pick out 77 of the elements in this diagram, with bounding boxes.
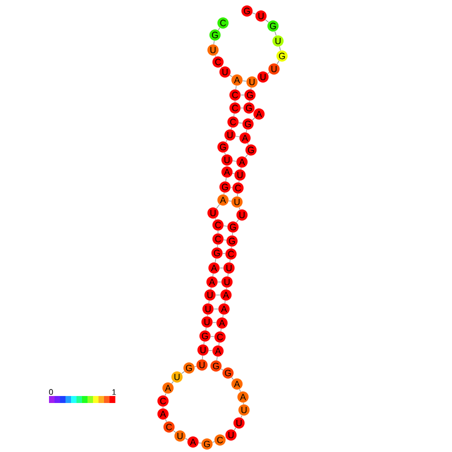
- backbone-line: [218, 342, 220, 346]
- base-pair-line: [232, 160, 237, 162]
- backbone-line: [220, 368, 224, 370]
- backbone-line: [162, 406, 164, 408]
- backbone-line: [239, 388, 241, 392]
- backbone-line: [265, 19, 269, 23]
- backbone-line: [222, 314, 224, 318]
- base-pair-line: [222, 253, 226, 254]
- backbone-line: [164, 393, 166, 396]
- backbone-line: [210, 287, 212, 290]
- base-pair-line: [212, 322, 217, 323]
- backbone-line: [276, 60, 280, 64]
- backbone-line: [238, 207, 240, 210]
- backbone-line: [252, 118, 256, 120]
- backbone-line: [231, 246, 232, 249]
- backbone-line: [240, 415, 242, 418]
- base-pair-line: [214, 308, 218, 310]
- backbone-line: [214, 55, 216, 57]
- backbone-line: [250, 87, 252, 90]
- base-pair-line: [208, 350, 213, 351]
- backbone-line: [274, 31, 276, 36]
- base-pair-line: [230, 187, 233, 188]
- backbone-line: [213, 40, 215, 45]
- backbone-line: [235, 85, 237, 90]
- backbone-line: [214, 258, 216, 263]
- backbone-line: [207, 314, 208, 317]
- base-pair-line: [223, 225, 228, 227]
- backbone-line: [243, 402, 244, 405]
- backbone-line: [212, 273, 214, 277]
- backbone-line: [224, 152, 226, 155]
- backbone-line: [230, 74, 232, 78]
- base-pair-line: [216, 294, 220, 296]
- scale-label: 0: [49, 389, 53, 395]
- backbone-line: [246, 129, 248, 133]
- backbone-line: [194, 366, 197, 367]
- backbone-line: [171, 381, 174, 384]
- backbone-line: [231, 127, 232, 130]
- base-pair-line: [238, 122, 243, 124]
- backbone-line: [226, 140, 228, 142]
- backbone-line: [208, 300, 210, 304]
- base-pair-line: [228, 200, 232, 202]
- backbone-line: [225, 177, 227, 182]
- backbone-line: [238, 180, 240, 183]
- base-pair-line: [235, 136, 240, 138]
- backbone-line: [184, 438, 188, 440]
- backbone-line: [234, 428, 236, 430]
- backbone-line: [165, 418, 167, 422]
- backbone-line: [216, 356, 218, 361]
- backbone-line: [232, 232, 233, 236]
- scale-label: 1: [112, 389, 116, 395]
- backbone-line: [181, 371, 185, 374]
- base-pair-line: [240, 94, 244, 96]
- backbone-line: [236, 219, 239, 223]
- backbone-line: [234, 100, 236, 102]
- backbone-line: [240, 167, 242, 170]
- backbone-line: [267, 72, 270, 74]
- base-pair-line: [232, 173, 235, 174]
- backbone-line: [212, 441, 215, 443]
- backbone-line: [216, 204, 220, 209]
- backbone-line: [217, 244, 218, 248]
- base-pair-line: [210, 336, 215, 337]
- base-pair-line: [242, 80, 247, 82]
- backbone-line: [231, 377, 234, 380]
- backbone-line: [218, 28, 220, 30]
- backbone-line: [220, 328, 222, 332]
- backbone-line: [214, 218, 216, 220]
- backbone-line: [202, 356, 203, 360]
- backbone-line: [224, 300, 226, 304]
- backbone-line: [226, 287, 227, 290]
- backbone-line: [245, 154, 248, 158]
- backbone-line: [279, 46, 281, 51]
- backbone-line: [247, 142, 249, 146]
- backbone-line: [198, 442, 202, 444]
- backbone-line: [249, 100, 250, 103]
- backbone-line: [237, 193, 238, 197]
- backbone-line: [173, 430, 176, 433]
- backbone-line: [252, 12, 256, 14]
